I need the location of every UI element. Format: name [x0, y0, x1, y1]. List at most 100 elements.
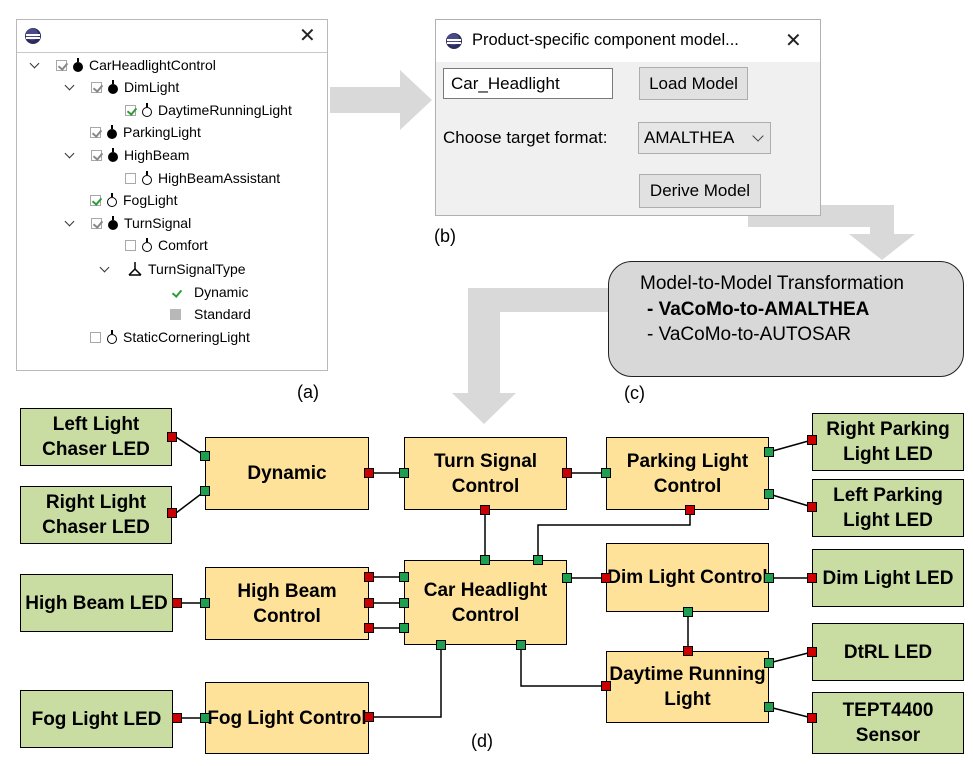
arrow-c-to-d	[452, 288, 609, 424]
tree-item-comfort[interactable]: Comfort	[125, 235, 208, 255]
close-icon[interactable]: ✕	[299, 25, 316, 47]
derive-model-dialog: Product-specific component model... ✕	[435, 19, 821, 216]
arrow-a-to-b	[330, 70, 432, 130]
checkbox[interactable]	[90, 126, 101, 138]
model-name-field[interactable]: Car_Headlight	[443, 68, 613, 99]
transformation-item-autosar: - VaCoMo-to-AUTOSAR	[647, 324, 852, 345]
output-port	[807, 573, 817, 583]
checkbox[interactable]	[125, 104, 136, 116]
optional-feature-icon	[141, 238, 153, 252]
tree-item-carheadlightcontrol[interactable]: CarHeadlightControl	[30, 55, 216, 75]
tree-item-dimlight[interactable]: DimLight	[65, 77, 179, 97]
input-port	[764, 658, 774, 668]
arrow-b-to-c	[748, 205, 915, 260]
output-port	[364, 572, 374, 582]
mandatory-feature-icon	[107, 148, 119, 162]
input-port	[764, 702, 774, 712]
target-format-value: AMALTHEA	[644, 128, 735, 147]
input-port	[562, 573, 572, 583]
mandatory-feature-icon	[106, 125, 118, 139]
tree-item-label: TurnSignal	[124, 215, 192, 231]
tree-item-dynamic[interactable]: Dynamic	[170, 282, 248, 302]
transformation-title: Model-to-Model Transformation	[640, 273, 904, 294]
input-port	[436, 640, 446, 650]
output-port	[807, 713, 817, 723]
tree-item-label: FogLight	[123, 192, 178, 208]
alternative-group-icon	[128, 262, 142, 276]
load-model-button[interactable]: Load Model	[639, 67, 748, 100]
target-format-select[interactable]: AMALTHEA	[638, 122, 771, 154]
caption-a: (a)	[297, 382, 319, 402]
chevron-down-icon[interactable]	[100, 264, 110, 274]
chevron-down-icon[interactable]	[30, 60, 40, 70]
left-light-chaser-led: Left Light Chaser LED	[20, 408, 172, 466]
output-port	[167, 432, 177, 442]
input-port	[480, 555, 490, 565]
checkbox[interactable]	[90, 194, 101, 206]
tree-item-label: HighBeamAssistant	[158, 170, 281, 186]
optional-feature-icon	[106, 330, 118, 344]
tree-item-highbeamassistant[interactable]: HighBeamAssistant	[125, 168, 280, 188]
input-port	[601, 468, 611, 478]
chevron-down-icon[interactable]	[65, 218, 75, 228]
checkbox[interactable]	[56, 59, 67, 71]
high-beam-control-component: High Beam Control	[205, 567, 369, 640]
connections	[175, 436, 813, 719]
dialog-title: Product-specific component model...	[472, 31, 739, 49]
input-port	[200, 713, 210, 723]
tree-item-turnsignaltype[interactable]: TurnSignalType	[100, 259, 246, 279]
optional-feature-icon	[141, 171, 153, 185]
checkbox[interactable]	[170, 308, 181, 320]
tree-item-label: StaticCorneringLight	[123, 329, 250, 345]
output-port	[364, 712, 374, 722]
input-port	[200, 598, 210, 608]
tree-item-standard[interactable]: Standard	[170, 304, 251, 324]
input-port	[200, 486, 210, 496]
dim-light-led: Dim Light LED	[812, 549, 964, 607]
input-port	[516, 640, 526, 650]
checkbox[interactable]	[125, 172, 136, 184]
tept4400-sensor: TEPT4400 Sensor	[812, 692, 964, 754]
tree-item-turnsignal[interactable]: TurnSignal	[65, 213, 191, 233]
close-icon[interactable]: ✕	[785, 30, 802, 52]
tree-item-highbeam[interactable]: HighBeam	[65, 145, 189, 165]
output-port	[685, 505, 695, 515]
chevron-down-icon[interactable]	[65, 150, 75, 160]
caption-d: (d)	[471, 731, 493, 751]
checkbox[interactable]	[91, 217, 102, 229]
checkbox[interactable]	[90, 331, 101, 343]
input-port	[399, 623, 409, 633]
checkbox[interactable]	[125, 239, 136, 251]
tree-item-daytimerunninglight[interactable]: DaytimeRunningLight	[125, 100, 292, 120]
right-light-chaser-led: Right Light Chaser LED	[20, 486, 172, 544]
input-port	[533, 555, 543, 565]
optional-feature-icon	[106, 193, 118, 207]
output-port	[364, 598, 374, 608]
output-port	[167, 508, 177, 518]
derive-model-button[interactable]: Derive Model	[639, 174, 761, 208]
checkbox[interactable]	[170, 286, 181, 298]
checkbox[interactable]	[91, 81, 102, 93]
tree-item-label: CarHeadlightControl	[89, 57, 216, 73]
turn-signal-control-component: Turn Signal Control	[404, 437, 567, 510]
tree-item-foglight[interactable]: FogLight	[90, 190, 177, 210]
input-port	[399, 598, 409, 608]
input-port	[683, 607, 693, 617]
tree-item-staticcorneringlight[interactable]: StaticCorneringLight	[90, 327, 250, 347]
tree-item-label: ParkingLight	[123, 124, 201, 140]
tree-item-parkinglight[interactable]: ParkingLight	[90, 122, 201, 142]
fog-light-led: Fog Light LED	[20, 690, 173, 748]
dim-light-control-component: Dim Light Control	[606, 543, 769, 612]
mandatory-feature-icon	[107, 216, 119, 230]
tree-item-label: TurnSignalType	[148, 261, 246, 277]
chevron-down-icon	[752, 130, 764, 142]
output-port	[364, 623, 374, 633]
output-port	[807, 435, 817, 445]
optional-feature-icon	[141, 103, 153, 117]
high-beam-led: High Beam LED	[20, 574, 173, 632]
input-port	[399, 572, 409, 582]
left-parking-light-led: Left Parking Light LED	[812, 479, 964, 537]
chevron-down-icon[interactable]	[65, 82, 75, 92]
checkbox[interactable]	[91, 149, 102, 161]
